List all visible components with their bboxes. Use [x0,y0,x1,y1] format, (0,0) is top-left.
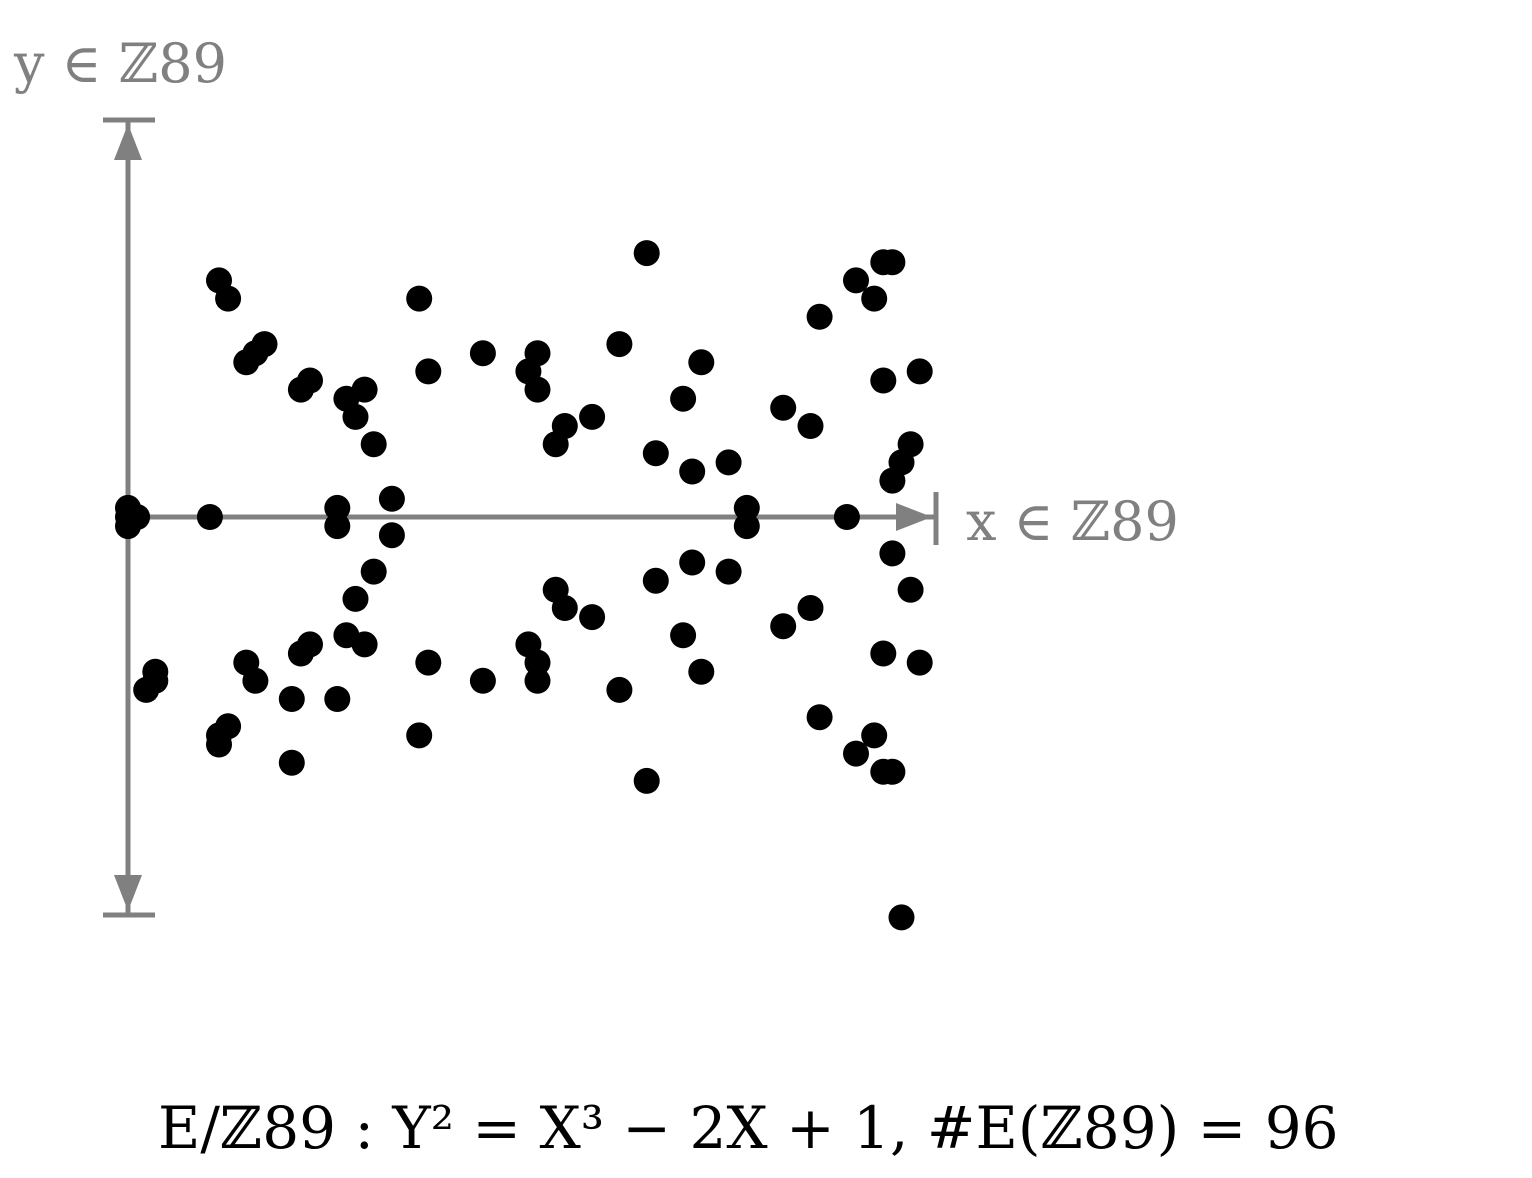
data-point [551,413,578,439]
data-point [524,376,551,403]
x-axis-label: x ∈ ℤ89 [966,490,1179,553]
data-point [642,567,669,594]
data-point [670,385,697,412]
data-point [406,722,433,749]
data-point [515,631,542,658]
data-point [278,749,305,776]
data-point [606,676,633,703]
data-point [206,267,232,294]
data-point [843,740,869,767]
data-point [206,722,232,749]
data-point [688,658,715,685]
data-point [870,367,897,394]
data-point [551,595,578,621]
data-point [324,494,351,521]
scatter-points [115,240,933,931]
data-point [342,585,369,612]
data-point [415,649,442,676]
data-point [351,631,378,658]
data-point [360,431,387,458]
data-point [633,240,660,267]
data-point [351,376,378,403]
data-point [278,686,305,712]
data-point [579,403,606,430]
data-point [115,494,141,521]
data-point [579,604,606,631]
data-point [879,249,906,276]
x-axis-right-arrow-icon [896,503,932,531]
data-point [324,513,351,540]
data-point [142,658,169,685]
data-point [770,613,797,640]
y-axis-label: y ∈ ℤ89 [13,32,227,95]
data-point [469,340,496,367]
data-point [715,558,742,585]
data-point [806,704,833,731]
data-point [888,904,915,931]
data-point [287,640,314,667]
data-point [861,285,888,312]
data-point [870,640,897,667]
data-point [806,303,833,330]
data-point [897,576,924,603]
data-point [797,413,824,439]
data-point [833,504,860,530]
data-point [679,458,706,485]
data-point [415,358,442,385]
data-point [797,595,824,621]
data-point [715,449,742,476]
data-point [679,549,706,576]
data-point [469,667,496,694]
data-point [888,449,915,476]
data-point [906,649,933,676]
data-point [733,513,760,540]
data-point [342,403,369,430]
data-point [906,358,933,385]
data-point [324,686,351,712]
data-point [378,522,405,549]
data-point [733,494,760,521]
curve-equation-caption: E/ℤ89 : Y² = X³ − 2X + 1, #E(ℤ89) = 96 [158,1094,1339,1162]
data-point [196,504,223,530]
data-point [633,767,660,794]
data-point [287,376,314,403]
data-point [879,540,906,567]
data-point [861,722,888,749]
data-point [606,331,633,358]
data-point [879,758,906,785]
data-point [242,340,269,367]
data-point [406,285,433,312]
data-point [770,394,797,421]
data-point [360,558,387,585]
y-axis-up-arrow-icon [114,124,142,160]
data-point [843,267,869,294]
data-point [524,667,551,694]
data-point [378,485,405,512]
data-point [242,667,269,694]
y-axis-down-arrow-icon [114,875,142,911]
data-point [688,349,715,376]
data-point [642,440,669,467]
data-point [670,622,697,649]
